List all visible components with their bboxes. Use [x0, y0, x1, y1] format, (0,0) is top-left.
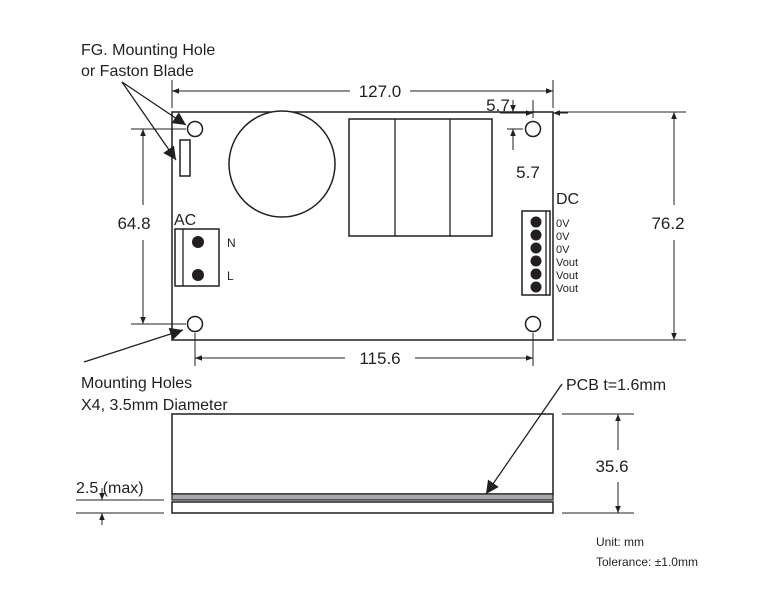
pcb-callout-arrow [485, 383, 563, 495]
side-standoff [171, 501, 554, 514]
dc-pin [530, 242, 542, 254]
unit-note: Unit: mm [596, 535, 644, 549]
side-pcb [171, 493, 554, 501]
top-view: AC N L DC 0V 0V 0V Vout Vout Vout 127.0 [81, 42, 686, 414]
l-label: L [227, 269, 234, 283]
dimension-height [557, 111, 686, 341]
fg-callout-arrow [121, 81, 177, 161]
dimension-profile-height [562, 413, 634, 514]
ac-label: AC [174, 212, 196, 229]
dc-pin [530, 216, 542, 228]
dimension-height-label: 76.2 [651, 214, 684, 233]
dc-connector [521, 210, 551, 296]
side-component-body [171, 413, 554, 495]
dimension-hole-offset-y [507, 100, 523, 150]
transformer [228, 110, 336, 218]
dc-pin-label: Vout [556, 270, 578, 282]
dc-pin-label: Vout [556, 283, 578, 295]
dimension-hole-spacing-x-label: 115.6 [359, 349, 400, 368]
mounting-callout-line1: Mounting Holes [81, 375, 192, 392]
dc-pin [530, 281, 542, 293]
mounting-callout-line2: X4, 3.5mm Diameter [81, 397, 228, 414]
mounting-hole-bottom-left [186, 315, 204, 333]
fg-callout-line2: or Faston Blade [81, 63, 194, 80]
dimension-width [171, 80, 554, 108]
dc-label: DC [556, 191, 579, 208]
mounting-callout-arrow [83, 327, 184, 363]
ac-terminal-l [192, 269, 204, 281]
side-view: PCB t=1.6mm 35.6 2.5 (max) Unit: mm Tole… [76, 377, 698, 569]
dc-pin-label: 0V [556, 218, 570, 230]
dc-pin [530, 229, 542, 241]
dc-pin [530, 268, 542, 280]
dc-pin [530, 255, 542, 267]
fg-callout-arrow [121, 81, 187, 126]
tolerance-note: Tolerance: ±1.0mm [596, 555, 698, 569]
mounting-hole-bottom-right [524, 315, 542, 333]
dimension-hole-spacing-x [194, 333, 534, 366]
mounting-hole-top-left [186, 120, 204, 138]
dimension-profile-height-label: 35.6 [595, 457, 628, 476]
dimension-width-label: 127.0 [359, 82, 402, 101]
dimension-hole-offset-x-label: 5.7 [486, 96, 510, 115]
dc-pin-label: Vout [556, 257, 578, 269]
dimension-hole-offset-y-label: 5.7 [516, 163, 540, 182]
dimension-hole-spacing-y [131, 128, 186, 325]
dc-pin-label: 0V [556, 231, 570, 243]
ac-connector [174, 228, 220, 287]
n-label: N [227, 236, 236, 250]
pcb-callout: PCB t=1.6mm [566, 377, 666, 394]
dimension-hole-spacing-y-label: 64.8 [117, 214, 150, 233]
fg-callout-line1: FG. Mounting Hole [81, 42, 215, 59]
ac-terminal-n [192, 236, 204, 248]
faston-blade [179, 139, 191, 177]
dc-pin-label: 0V [556, 244, 570, 256]
dimension-standoff-label: 2.5 (max) [76, 480, 144, 497]
dimension-standoff [76, 488, 164, 525]
dimension-hole-offset-x [500, 100, 568, 118]
mounting-hole-top-right [524, 120, 542, 138]
heatsink-block [348, 118, 493, 237]
